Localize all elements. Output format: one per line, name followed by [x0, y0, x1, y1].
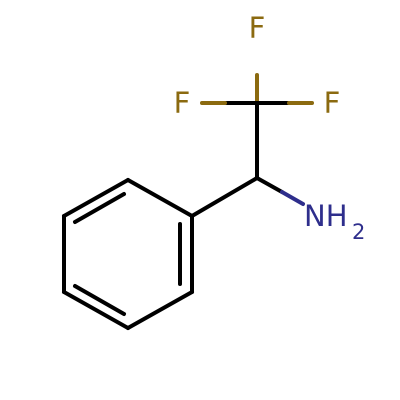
bond-c-n	[280, 190, 305, 206]
atom-nh: NH	[304, 199, 348, 233]
ring-double-bond	[73, 284, 126, 316]
ring-bond	[126, 178, 194, 218]
atom-nh-subscript: 2	[352, 220, 365, 244]
bond-c-n	[255, 176, 284, 194]
benzene-ring	[62, 178, 194, 330]
atom-f-left: F	[174, 86, 191, 120]
ring-bond	[62, 178, 130, 218]
ring-bond	[62, 290, 130, 330]
bond-ring-to-ch	[190, 176, 259, 218]
atom-f-right: F	[324, 86, 341, 120]
ring-double-bond	[73, 192, 126, 224]
atom-f-top: F	[249, 11, 266, 45]
ring-bond	[126, 290, 194, 330]
